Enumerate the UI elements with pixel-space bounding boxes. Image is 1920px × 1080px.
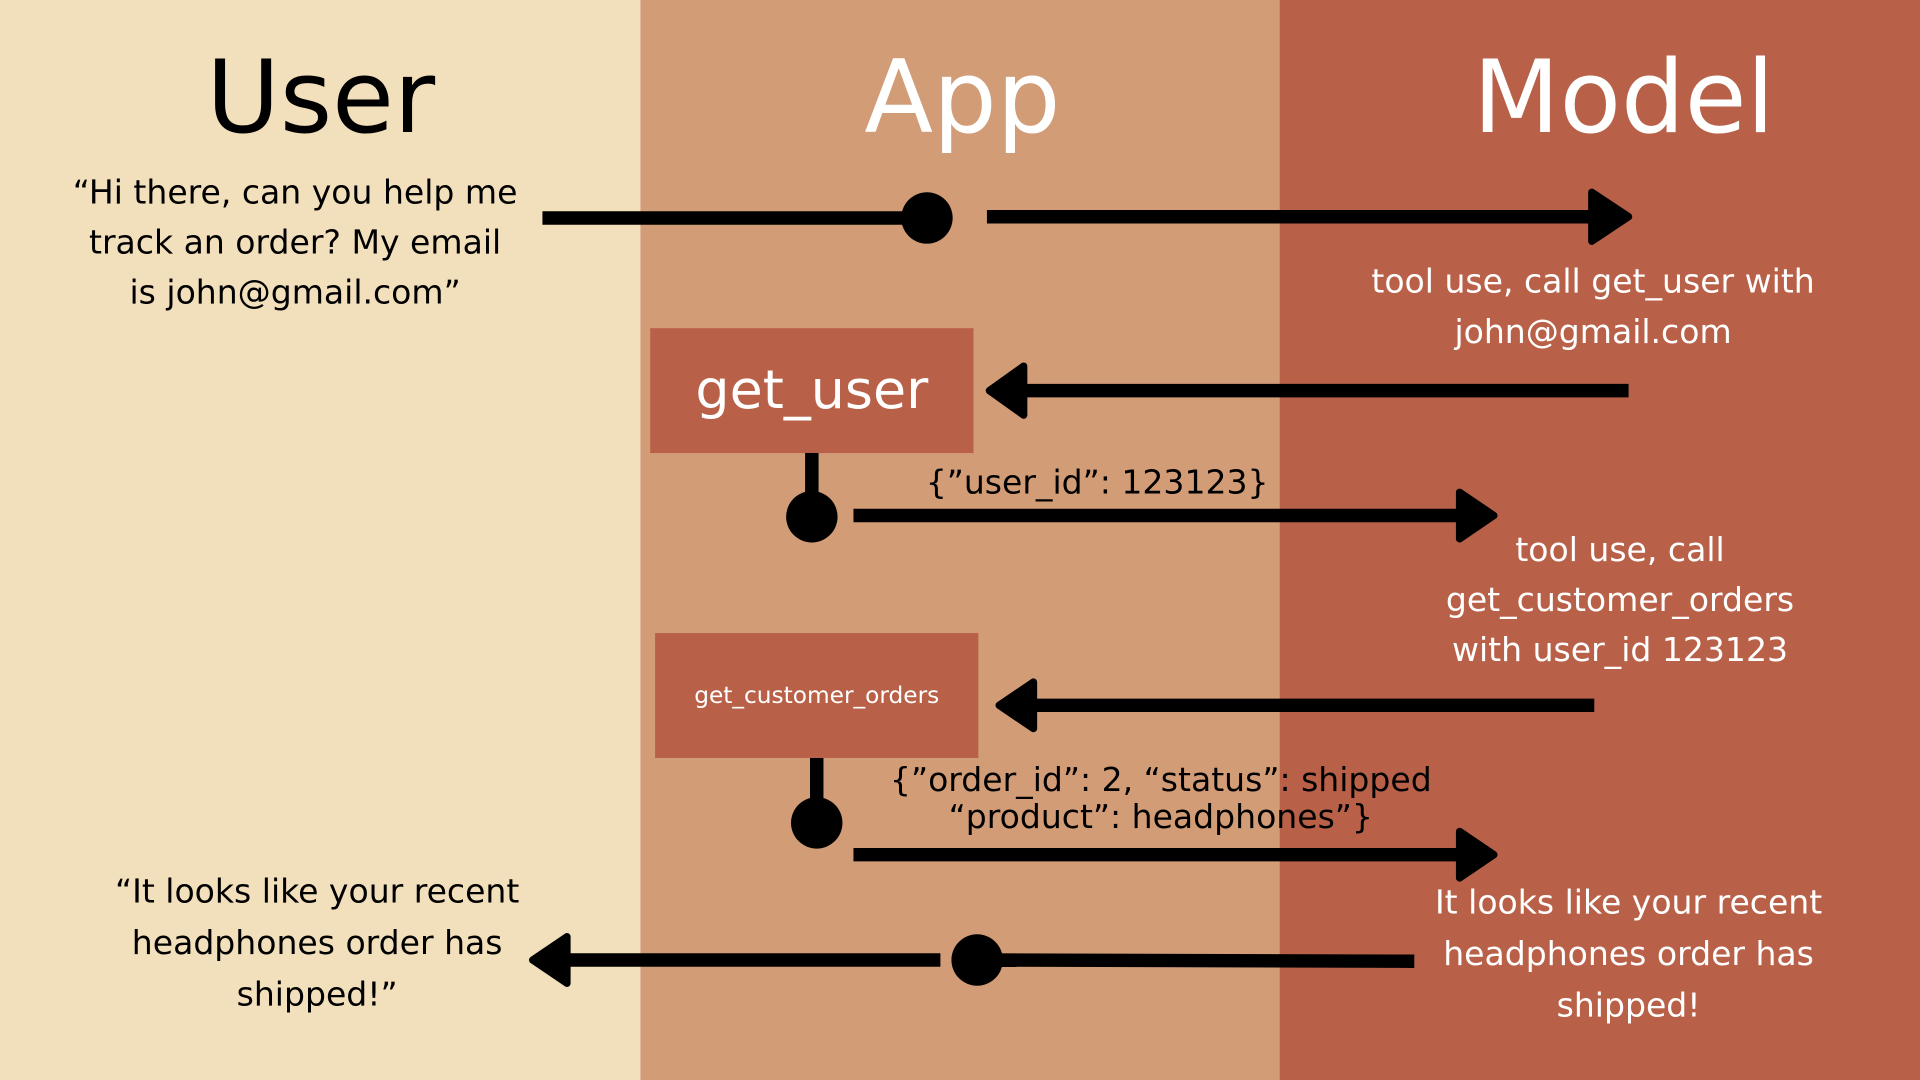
- user-reply-line: headphones order has: [132, 923, 503, 962]
- model-step2-line: tool use, call: [1515, 530, 1724, 569]
- get-user-tool-box: [650, 328, 974, 454]
- arrow-left-icon: [528, 933, 571, 987]
- arrow-right-icon: [1455, 488, 1498, 543]
- arrow-right-icon: [1455, 827, 1498, 882]
- get-customer-orders-tool-label: get_customer_orders: [694, 682, 939, 709]
- user-heading: User: [206, 39, 436, 156]
- model-reply-line: headphones order has: [1443, 934, 1814, 973]
- node-dot: [791, 797, 843, 849]
- get-user-tool-label: get_user: [695, 358, 929, 421]
- app-heading: App: [864, 39, 1060, 156]
- node-dot: [951, 934, 1003, 986]
- user-message-line: “Hi there, can you help me: [73, 172, 518, 211]
- tool2-result-line: {”order_id”: 2, “status”: shipped: [890, 760, 1432, 799]
- model-heading: Model: [1473, 39, 1774, 156]
- arrow-left-icon: [995, 678, 1038, 733]
- user-column: [0, 0, 641, 1080]
- model-reply: It looks like your recent headphones ord…: [1435, 882, 1822, 1024]
- user-reply-line: “It looks like your recent: [115, 871, 519, 910]
- connector-line: [991, 953, 1415, 968]
- app-column: [640, 0, 1280, 1080]
- model-column: [1279, 0, 1920, 1080]
- model-step1-line: john@gmail.com: [1453, 312, 1731, 351]
- user-reply-line: shipped!”: [237, 974, 398, 1013]
- tool2-result-line: “product”: headphones”}: [949, 797, 1373, 836]
- model-step2: tool use, call get_customer_orders with …: [1446, 530, 1794, 669]
- node-dot: [901, 192, 953, 244]
- model-reply-line: It looks like your recent: [1435, 882, 1822, 921]
- model-step1: tool use, call get_user with john@gmail.…: [1371, 262, 1814, 351]
- user-message-line: is john@gmail.com”: [129, 273, 460, 312]
- tool1-result: {”user_id”: 123123}: [926, 462, 1269, 501]
- model-reply-line: shipped!: [1557, 985, 1701, 1024]
- get-customer-orders-tool-box: [655, 633, 979, 758]
- node-dot: [786, 491, 838, 543]
- user-reply: “It looks like your recent headphones or…: [115, 871, 519, 1013]
- model-step1-line: tool use, call get_user with: [1371, 262, 1814, 301]
- model-step2-line: with user_id 123123: [1452, 630, 1788, 669]
- model-step2-line: get_customer_orders: [1446, 580, 1794, 619]
- arrow-left-icon: [985, 362, 1028, 419]
- arrow-right-icon: [1588, 188, 1633, 245]
- user-message: “Hi there, can you help me track an orde…: [73, 172, 518, 311]
- user-message-line: track an order? My email: [89, 222, 501, 261]
